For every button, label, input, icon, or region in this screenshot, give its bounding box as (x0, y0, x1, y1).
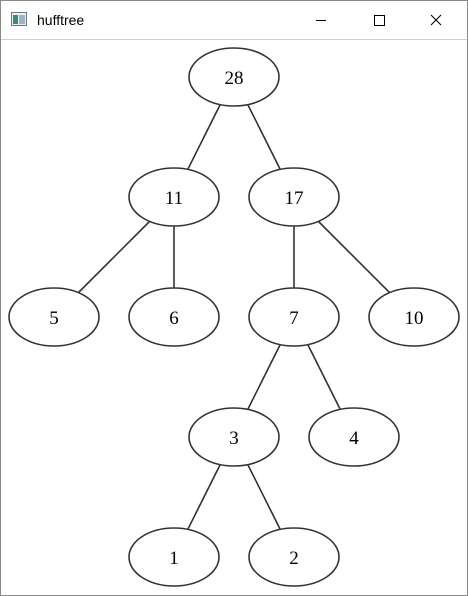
tree-node-ellipse (248, 527, 340, 587)
tree-node-ellipse (128, 527, 220, 587)
tree-node-label: 6 (169, 308, 179, 329)
close-button[interactable] (413, 1, 459, 39)
tree-node-label: 1 (169, 548, 179, 569)
tree-node-label: 7 (289, 308, 299, 329)
tree-node-11: 11 (128, 167, 220, 227)
tree-node-ellipse (308, 407, 400, 467)
tree-edge-n7-n4 (307, 344, 341, 410)
minimize-button[interactable] (298, 1, 344, 39)
tree-edge-n11-n5 (77, 220, 151, 294)
title-bar[interactable]: hufftree (1, 1, 467, 40)
tree-node-1: 1 (128, 527, 220, 587)
tree-node-3: 3 (188, 407, 280, 467)
tree-node-label: 5 (49, 308, 59, 329)
tree-node-5: 5 (8, 287, 100, 347)
tree-edge-n7-n3 (247, 344, 281, 410)
tree-node-label: 2 (289, 548, 299, 569)
tree-node-17: 17 (248, 167, 340, 227)
tree-node-ellipse (248, 287, 340, 347)
tree-node-ellipse (128, 167, 220, 227)
tree-node-7: 7 (248, 287, 340, 347)
window-title: hufftree (37, 12, 85, 28)
tree-node-label: 28 (225, 68, 244, 89)
tree-edge-n3-n2 (247, 464, 281, 530)
tree-node-28: 28 (188, 47, 280, 107)
tree-node-ellipse (188, 407, 280, 467)
tree-node-6: 6 (128, 287, 220, 347)
tree-edge-n28-n17 (247, 104, 281, 170)
tree-node-2: 2 (248, 527, 340, 587)
maximize-button[interactable] (356, 1, 402, 39)
tree-node-ellipse (128, 287, 220, 347)
graph-canvas: 28 11 17 5 6 7 10 3 4 1 2 (1, 40, 467, 595)
app-window-icon (11, 12, 27, 26)
tree-node-ellipse (8, 287, 100, 347)
tree-node-label: 11 (165, 188, 183, 209)
tree-node-10: 10 (368, 287, 460, 347)
tree-node-ellipse (368, 287, 460, 347)
tree-edge-n3-n1 (187, 464, 221, 530)
huffman-tree-graph: 28 11 17 5 6 7 10 3 4 1 2 (8, 47, 460, 587)
tree-node-label: 17 (285, 188, 304, 209)
tree-node-label: 3 (229, 428, 239, 449)
tree-edge-n28-n11 (187, 104, 221, 170)
tree-node-label: 10 (405, 308, 424, 329)
tree-node-ellipse (188, 47, 280, 107)
tree-node-label: 4 (349, 428, 359, 449)
tree-node-ellipse (248, 167, 340, 227)
tree-node-4: 4 (308, 407, 400, 467)
tree-edge-n17-n10 (317, 220, 391, 294)
